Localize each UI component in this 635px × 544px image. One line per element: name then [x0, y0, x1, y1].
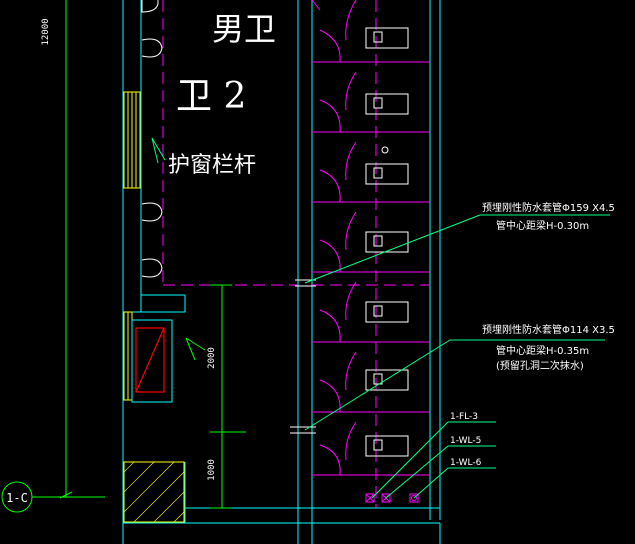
leader-lines [151, 137, 610, 499]
pipe-label-wl6: 1-WL-6 [450, 458, 482, 468]
window-upper [123, 91, 141, 189]
grid-axis-bubble [1, 481, 105, 513]
dim-text-1000: 1000 [207, 459, 217, 481]
pipe-label-fl3: 1-FL-3 [450, 412, 478, 422]
callout-sleeve-1-line1: 预埋刚性防水套管Φ159 X4.5 [482, 201, 615, 214]
walls [122, 0, 441, 544]
dim-text-12000: 12000 [41, 18, 51, 45]
beam-dashed [162, 0, 430, 508]
toilet-partitions [311, 0, 430, 476]
dim-text-2000: 2000 [207, 347, 217, 369]
dimension-vertical [185, 284, 246, 509]
callout-sleeve-2-line1: 预埋刚性防水套管Φ114 X3.5 [482, 323, 615, 336]
fire-hydrant-box [131, 319, 173, 403]
room-number: 卫 2 [176, 76, 246, 117]
pipe-label-wl5: 1-WL-5 [450, 436, 481, 446]
callout-sleeve-1-line2: 管中心距梁H-0.30m [496, 219, 589, 232]
callout-sleeve-2-line2: 管中心距梁H-0.35m [496, 344, 589, 357]
urinals-left [141, 0, 163, 278]
window-guard-label: 护窗栏杆 [168, 153, 256, 178]
squat-toilets [365, 27, 409, 457]
drain-pipes [365, 493, 419, 503]
grid-axis-label: 1-C [6, 491, 28, 505]
callout-sleeve-2-line3: (预留孔洞二次抹水) [496, 359, 584, 372]
column-hatch [123, 461, 185, 523]
room-name: 男卫 [212, 10, 276, 48]
